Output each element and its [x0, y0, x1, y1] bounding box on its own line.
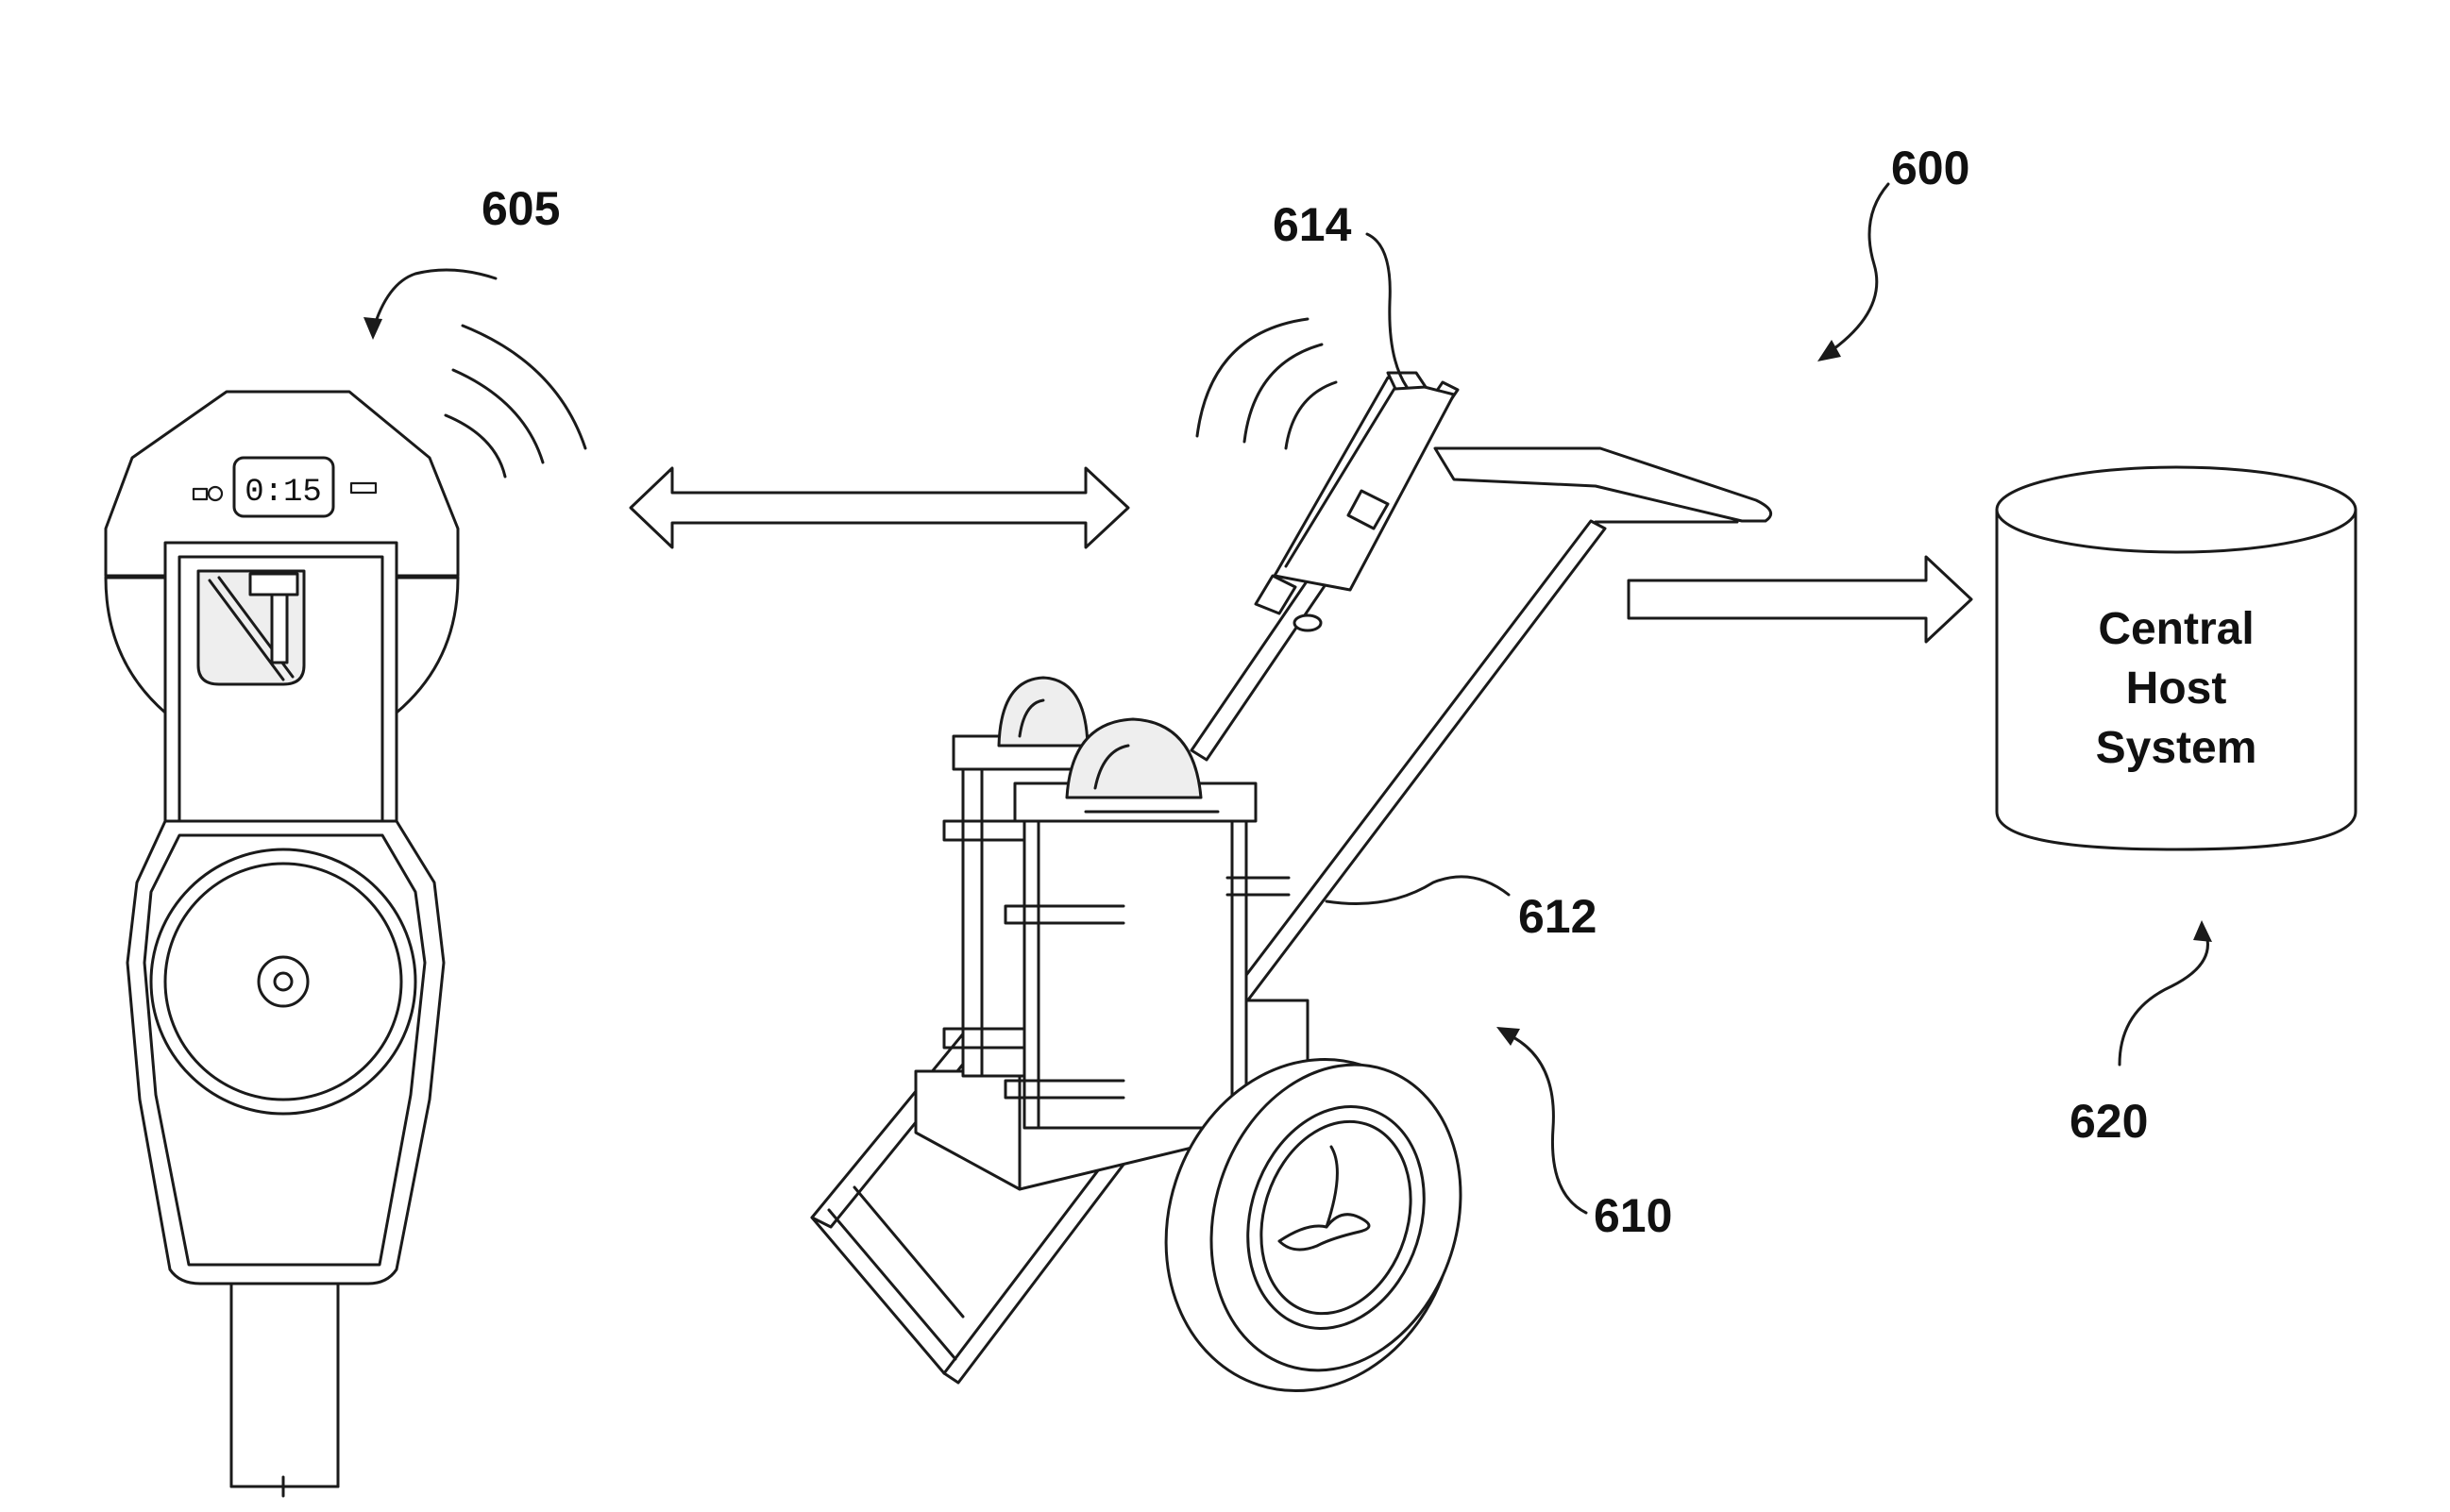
- parking-meter: 0:15: [106, 326, 585, 1496]
- ref-605: 605: [363, 182, 560, 340]
- ref-612: 612: [1326, 877, 1597, 943]
- meter-post: [231, 1279, 338, 1496]
- ref-600: 600: [1817, 142, 1969, 361]
- meter-body: [165, 543, 397, 821]
- ref-610-label: 610: [1594, 1189, 1672, 1242]
- handheld-device: [1256, 373, 1454, 630]
- ref-612-label: 612: [1518, 890, 1597, 943]
- ref-605-label: 605: [482, 182, 560, 235]
- ref-600-label: 600: [1891, 142, 1969, 194]
- collection-cart: [812, 319, 1771, 1429]
- cart-signal-waves: [1197, 319, 1336, 448]
- upload-arrow: [1629, 557, 1971, 642]
- host-label-line1: Central: [2098, 604, 2254, 654]
- meter-signal-waves: [446, 326, 585, 477]
- ref-620-label: 620: [2070, 1095, 2148, 1148]
- ref-620: 620: [2070, 920, 2212, 1148]
- host-label-line3: System: [2096, 723, 2257, 773]
- meter-lower-housing: [127, 821, 444, 1284]
- ref-614: 614: [1273, 198, 1407, 387]
- ref-610: 610: [1496, 1027, 1672, 1242]
- host-label-line2: Host: [2126, 664, 2227, 714]
- central-host-system: Central Host System: [1997, 467, 2356, 849]
- bidirectional-arrow: [631, 468, 1128, 547]
- ref-614-label: 614: [1273, 198, 1352, 251]
- meter-display-time: 0:15: [245, 475, 322, 511]
